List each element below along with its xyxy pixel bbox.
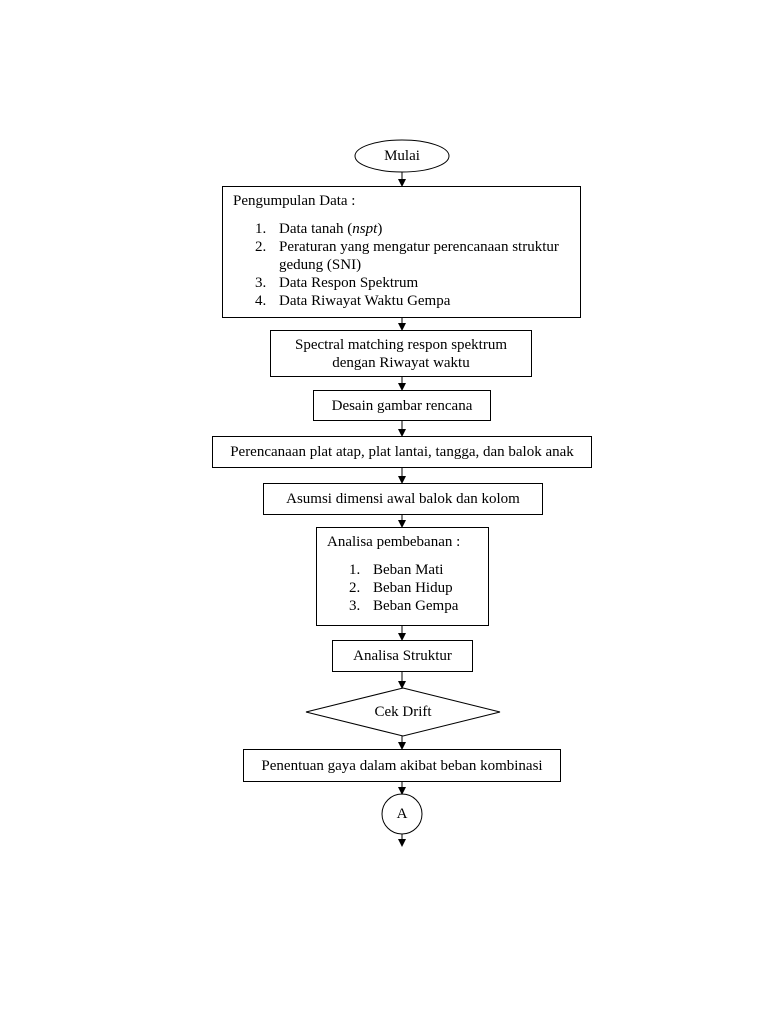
load-analysis-title: Analisa pembebanan : [327,534,461,550]
plate-design-label: Perencanaan plat atap, plat lantai, tang… [230,444,574,460]
data-collection-box: Pengumpulan Data : 1. Data tanah (nspt) … [222,186,581,318]
connector-label: A [396,806,408,822]
drift-check-decision: Cek Drift [330,700,476,724]
list-number: 3. [349,598,361,614]
list-text: Data Riwayat Waktu Gempa [279,293,451,309]
spectral-matching-box: Spectral matching respon spektrum dengan… [270,330,532,377]
data-collection-list: 1. Data tanah (nspt) 2. Peraturan yang m… [233,220,570,310]
list-number: 2. [255,239,267,255]
load-analysis-list: 1. Beban Mati 2. Beban Hidup 3. Beban Ge… [327,561,478,615]
list-item: 2. Beban Hidup [349,579,478,597]
list-text: Data tanah ( [279,221,353,237]
design-drawing-label: Desain gambar rencana [331,397,473,414]
list-number: 4. [255,293,267,309]
structure-analysis-label: Analisa Struktur [353,648,452,664]
list-text: Beban Gempa [373,598,459,614]
list-number: 2. [349,580,361,596]
list-text: Peraturan yang mengatur perencanaan stru… [279,239,559,273]
data-collection-title: Pengumpulan Data : [233,193,356,209]
list-text: Beban Hidup [373,580,453,596]
list-item: 3. Beban Gempa [349,597,478,615]
list-item: 3. Data Respon Spektrum [255,274,570,292]
list-number: 3. [255,275,267,291]
design-drawing-box: Desain gambar rencana [313,390,491,421]
list-text: Data Respon Spektrum [279,275,419,291]
structure-analysis-box: Analisa Struktur [332,640,473,672]
dimension-assumption-box: Asumsi dimensi awal balok dan kolom [263,483,543,515]
list-item: 1. Data tanah (nspt) [255,220,570,238]
list-text: Beban Mati [373,562,444,578]
spectral-matching-label: Spectral matching respon spektrum dengan… [294,336,508,371]
drift-check-diamond-shape [305,687,501,737]
list-item: 4. Data Riwayat Waktu Gempa [255,292,570,310]
list-item: 1. Beban Mati [349,561,478,579]
list-text-italic: nspt [352,221,378,237]
force-determination-box: Penentuan gaya dalam akibat beban kombin… [243,749,561,782]
plate-design-box: Perencanaan plat atap, plat lantai, tang… [212,436,592,468]
start-label: Mulai [384,148,420,164]
connector-a: A [382,804,422,824]
list-text-tail: ) [377,221,383,237]
list-number: 1. [255,221,267,237]
dimension-assumption-label: Asumsi dimensi awal balok dan kolom [286,491,520,507]
start-terminal: Mulai [355,140,449,172]
drift-check-label: Cek Drift [374,704,432,720]
load-analysis-box: Analisa pembebanan : 1. Beban Mati 2. Be… [316,527,489,626]
force-determination-label: Penentuan gaya dalam akibat beban kombin… [261,757,543,774]
list-item: 2. Peraturan yang mengatur perencanaan s… [255,238,570,274]
list-number: 1. [349,562,361,578]
